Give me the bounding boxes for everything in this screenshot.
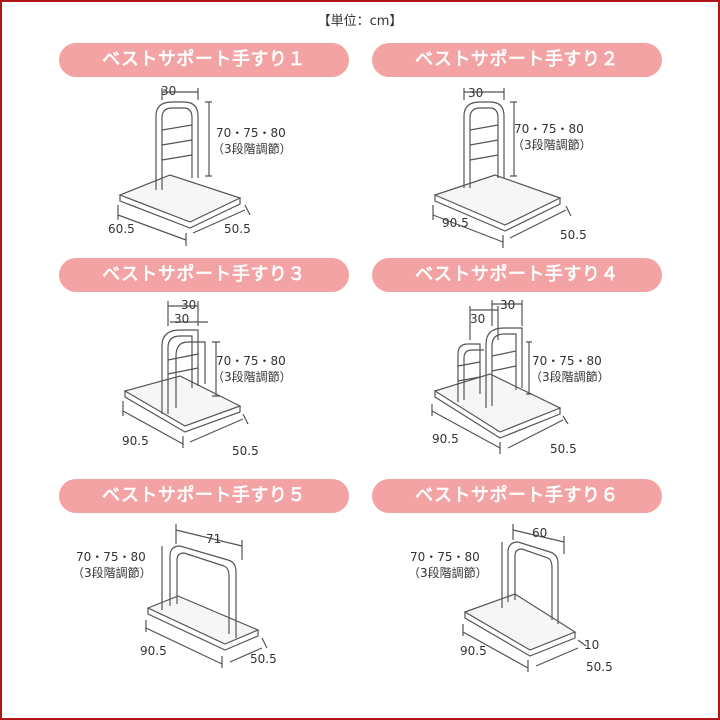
dimension-top-2: 30 [468, 86, 484, 100]
dimension-length-1: 60.5 [108, 222, 135, 236]
dimension-length-2: 90.5 [442, 216, 469, 230]
product-title-2: ベストサポート手すり２ [372, 43, 662, 77]
dimension-top-b-4: 30 [470, 312, 486, 326]
dimension-length-5: 90.5 [140, 644, 167, 658]
dimension-length-6: 90.5 [460, 644, 487, 658]
dimension-height-note-6: （3段階調節） [408, 566, 488, 580]
handrail-2-drawing [432, 88, 572, 248]
dimension-width-4: 50.5 [550, 442, 577, 456]
product-diagram-3: 30 30 70・75・80 （3段階調節） 90.5 50.5 [0, 296, 360, 486]
dimension-height-6: 70・75・80 [410, 550, 480, 564]
product-diagram-4: 30 30 70・75・80 （3段階調節） 90.5 50.5 [360, 296, 720, 486]
dimension-top-b-3: 30 [174, 312, 190, 326]
dimension-width-1: 50.5 [224, 222, 251, 236]
dimension-height-1: 70・75・80 [216, 126, 286, 140]
dimension-top-a-3: 30 [181, 298, 197, 312]
dimension-height-note-5: （3段階調節） [72, 566, 152, 580]
dimension-height-4: 70・75・80 [532, 354, 602, 368]
unit-label: 【単位：cm】 [317, 14, 403, 29]
dimension-height-note-2: （3段階調節） [512, 138, 592, 152]
dimension-height-5: 70・75・80 [76, 550, 146, 564]
dimension-side-6: 10 [584, 638, 600, 652]
handrail-1-drawing [117, 88, 251, 246]
handrail-6-drawing [462, 524, 587, 672]
dimension-top-1: 30 [161, 84, 177, 98]
dimension-height-note-1: （3段階調節） [212, 142, 292, 156]
dimension-width-6: 50.5 [586, 660, 613, 674]
handrail-5-drawing [145, 524, 268, 668]
dimension-height-note-4: （3段階調節） [530, 370, 610, 384]
product-title-5: ベストサポート手すり５ [59, 479, 349, 513]
product-title-4: ベストサポート手すり４ [372, 258, 662, 292]
handrail-3-drawing [122, 301, 249, 448]
dimension-top-a-4: 30 [500, 298, 516, 312]
product-diagram-5: 71 70・75・80 （3段階調節） 90.5 50.5 [0, 520, 360, 710]
dimension-length-4: 90.5 [432, 432, 459, 446]
dimension-height-2: 70・75・80 [514, 122, 584, 136]
dimension-width-5: 50.5 [250, 652, 277, 666]
product-diagram-2: 30 70・75・80 （3段階調節） 90.5 50.5 [360, 80, 720, 270]
handrail-4-drawing [431, 300, 569, 454]
dimension-height-note-3: （3段階調節） [212, 370, 292, 384]
dimension-width-2: 50.5 [560, 228, 587, 242]
dimension-length-3: 90.5 [122, 434, 149, 448]
product-diagram-1: 30 70・75・80 （3段階調節） 60.5 50.5 [0, 80, 360, 270]
product-title-3: ベストサポート手すり３ [59, 258, 349, 292]
dimension-width-3: 50.5 [232, 444, 259, 458]
product-title-1: ベストサポート手すり１ [59, 43, 349, 77]
dimension-top-5: 71 [206, 532, 222, 546]
dimension-height-3: 70・75・80 [216, 354, 286, 368]
dimension-top-6: 60 [532, 526, 548, 540]
product-title-6: ベストサポート手すり６ [372, 479, 662, 513]
product-diagram-6: 60 70・75・80 （3段階調節） 10 90.5 50.5 [360, 520, 720, 710]
